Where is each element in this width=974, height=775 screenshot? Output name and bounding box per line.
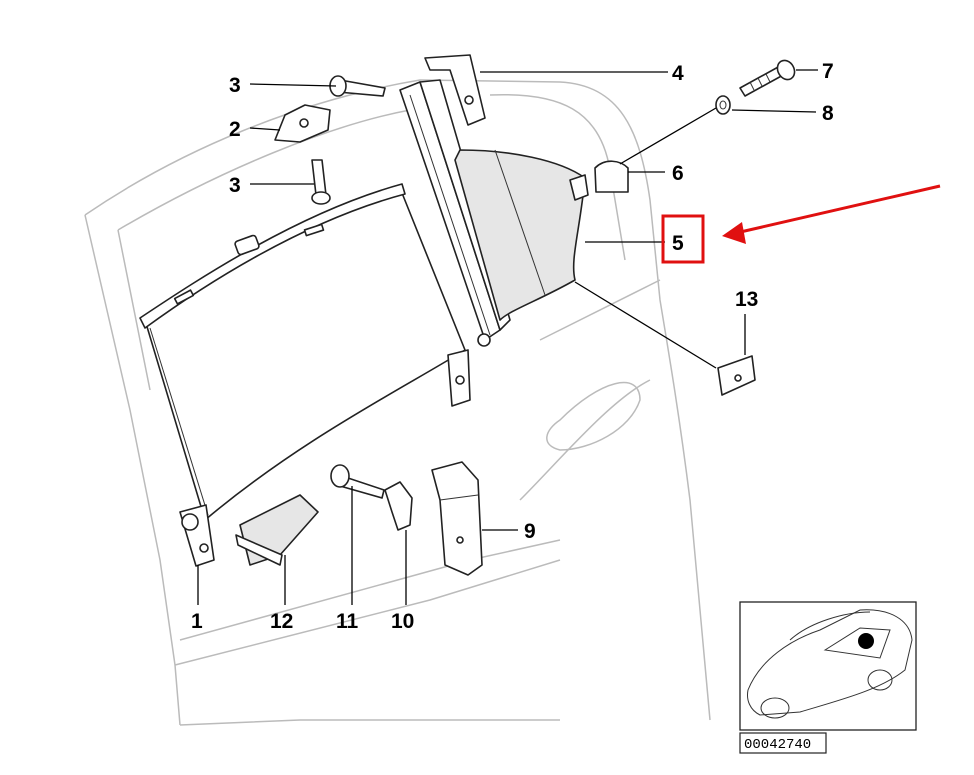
- location-dot-icon: [858, 633, 874, 649]
- clip-part-6: [594, 160, 629, 193]
- reference-number-text: 00042740: [744, 737, 811, 753]
- callout-5: 5: [672, 232, 684, 255]
- highlight-box: [661, 214, 705, 264]
- callout-labels: 3 2 3 4 7 8 6 5 13 9 10 11 12 1: [191, 60, 834, 633]
- callout-9: 9: [524, 520, 536, 543]
- callout-10: 10: [391, 610, 414, 633]
- door-outline: [84, 79, 711, 726]
- clip-part-10: [384, 481, 413, 531]
- callout-13: 13: [735, 288, 758, 311]
- callout-8: 8: [822, 102, 834, 125]
- callout-3-top: 3: [229, 74, 241, 97]
- bracket-part-2: [274, 104, 331, 143]
- callout-6: 6: [672, 162, 684, 185]
- car-location-inset: [739, 601, 917, 731]
- bracket-part-9: [431, 461, 483, 576]
- leader-lines: [197, 69, 818, 605]
- highlight-annotation: [661, 184, 941, 264]
- callout-7: 7: [822, 60, 834, 83]
- reference-number: 00042740: [739, 732, 827, 754]
- cover-part-12: [235, 494, 319, 566]
- screw-part-3-mid: [311, 159, 331, 205]
- arrowhead-icon: [722, 222, 746, 244]
- callout-11: 11: [336, 610, 359, 633]
- screw-part-7: [739, 59, 796, 97]
- washer-part-8: [715, 95, 731, 115]
- clip-part-13: [717, 355, 756, 396]
- sun-blind-part-5: [454, 149, 589, 321]
- callout-1: 1: [191, 610, 203, 633]
- callout-2: 2: [229, 118, 241, 141]
- callout-3-mid: 3: [229, 174, 241, 197]
- inset-frame: [739, 601, 917, 731]
- callout-12: 12: [270, 610, 293, 633]
- screw-part-11: [330, 464, 385, 499]
- highlight-arrow: [735, 184, 941, 235]
- screw-part-3-top: [329, 75, 386, 97]
- callout-4: 4: [672, 62, 684, 85]
